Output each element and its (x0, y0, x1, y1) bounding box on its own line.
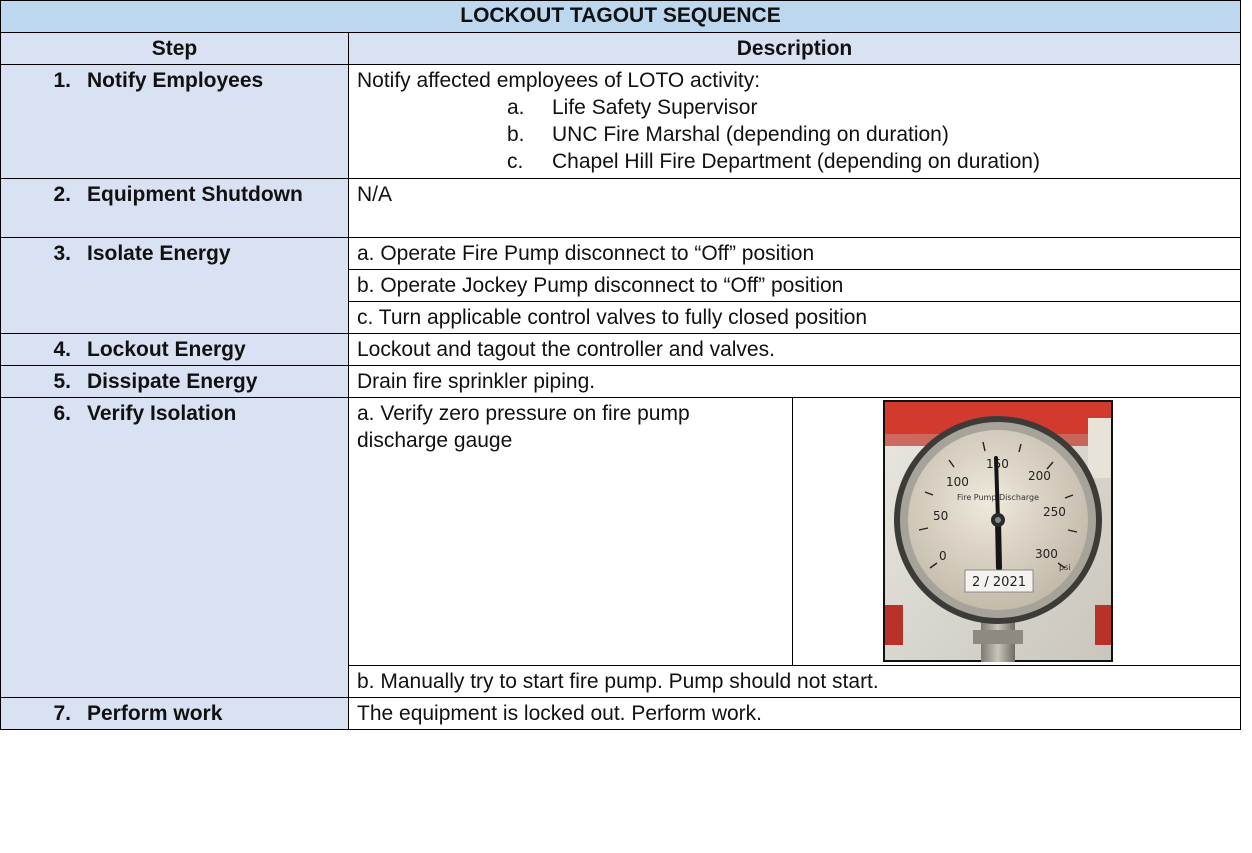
table-title: LOCKOUT TAGOUT SEQUENCE (0, 0, 1241, 33)
gauge-scale-label: 100 (946, 475, 969, 489)
description-cell: N/A (348, 178, 1241, 238)
description-column-header: Description (348, 32, 1241, 65)
list-item-letter: c. (507, 150, 524, 173)
step-cell: 4. Lockout Energy (0, 333, 349, 366)
list-item-letter: b. (507, 123, 525, 146)
step-cell: 7. Perform work (0, 697, 349, 730)
gauge-scale-label: 250 (1043, 505, 1066, 519)
step-number: 1. (53, 69, 71, 92)
gauge-photo: 0 50 100 150 200 250 300 Fire Pump Disch… (883, 400, 1113, 662)
gauge-scale-label: 50 (933, 509, 948, 523)
table-row: 7. Perform work The equipment is locked … (0, 697, 1241, 730)
table-row: 1. Notify Employees Notify affected empl… (0, 64, 1241, 179)
description-cell: b. Manually try to start fire pump. Pump… (348, 665, 1241, 698)
list-item: b. UNC Fire Marshal (depending on durati… (357, 121, 1232, 148)
table-row: b. Operate Jockey Pump disconnect to “Of… (1, 269, 1241, 302)
step-cell: 6. Verify Isolation (0, 397, 349, 698)
description-text: Notify affected employees of LOTO activi… (357, 69, 761, 92)
description-cell: a. Verify zero pressure on fire pump dis… (348, 397, 793, 666)
step-column-header: Step (0, 32, 349, 65)
table-row: 6. Verify Isolation a. Verify zero press… (0, 397, 1241, 698)
step-label: Dissipate Energy (87, 370, 258, 393)
description-cell: Lockout and tagout the controller and va… (348, 333, 1241, 366)
table-row: 2. Equipment Shutdown N/A (0, 178, 1241, 238)
description-cell: b. Operate Jockey Pump disconnect to “Of… (348, 269, 1241, 302)
list-item: a. Life Safety Supervisor (357, 94, 1232, 121)
photo-cell: 0 50 100 150 200 250 300 Fire Pump Disch… (792, 397, 1241, 666)
table-row: b. Manually try to start fire pump. Pump… (1, 665, 1241, 698)
step-number: 3. (53, 242, 71, 265)
gauge-unit: psi (1059, 563, 1070, 572)
table-row: 3. Isolate Energy a. Operate Fire Pump d… (0, 237, 1241, 334)
description-cell: c. Turn applicable control valves to ful… (348, 301, 1241, 334)
step-number: 4. (53, 338, 71, 361)
table-header-row: Step Description (0, 32, 1241, 65)
gauge-scale-label: 200 (1028, 469, 1051, 483)
step-cell: 1. Notify Employees (0, 64, 349, 179)
table-title-row: LOCKOUT TAGOUT SEQUENCE (0, 0, 1241, 33)
gauge-date-tag: 2 / 2021 (972, 575, 1026, 590)
step-number: 7. (53, 702, 71, 725)
step-label: Equipment Shutdown (87, 183, 303, 206)
step-number: 2. (53, 183, 71, 206)
list-item-text: Chapel Hill Fire Department (depending o… (552, 150, 1040, 173)
step-cell: 2. Equipment Shutdown (0, 178, 349, 238)
table-row: c. Turn applicable control valves to ful… (1, 301, 1241, 334)
description-cell: a. Operate Fire Pump disconnect to “Off”… (348, 237, 1241, 270)
step-number: 5. (53, 370, 71, 393)
list-item-text: Life Safety Supervisor (552, 96, 758, 119)
step-label: Perform work (87, 702, 223, 725)
list-item: c. Chapel Hill Fire Department (dependin… (357, 148, 1232, 175)
gauge-scale-label: 300 (1035, 547, 1058, 561)
sub-item-list: a. Life Safety Supervisor b. UNC Fire Ma… (357, 94, 1232, 175)
table-row: 5. Dissipate Energy Drain fire sprinkler… (0, 365, 1241, 398)
step-cell: 3. Isolate Energy (0, 237, 349, 334)
step-cell: 5. Dissipate Energy (0, 365, 349, 398)
list-item-text: UNC Fire Marshal (depending on duration) (552, 123, 949, 146)
description-cell: Drain fire sprinkler piping. (348, 365, 1241, 398)
step-label: Lockout Energy (87, 338, 246, 361)
step-label: Verify Isolation (87, 402, 237, 425)
loto-sequence-table: LOCKOUT TAGOUT SEQUENCE Step Description… (0, 0, 1241, 730)
description-cell: Notify affected employees of LOTO activi… (348, 64, 1241, 179)
step-number: 6. (53, 402, 71, 425)
table-row: 4. Lockout Energy Lockout and tagout the… (0, 333, 1241, 366)
gauge-scale-label: 0 (939, 549, 947, 563)
step-label: Notify Employees (87, 69, 264, 92)
description-cell: The equipment is locked out. Perform wor… (348, 697, 1241, 730)
list-item-letter: a. (507, 96, 525, 119)
step-label: Isolate Energy (87, 242, 231, 265)
